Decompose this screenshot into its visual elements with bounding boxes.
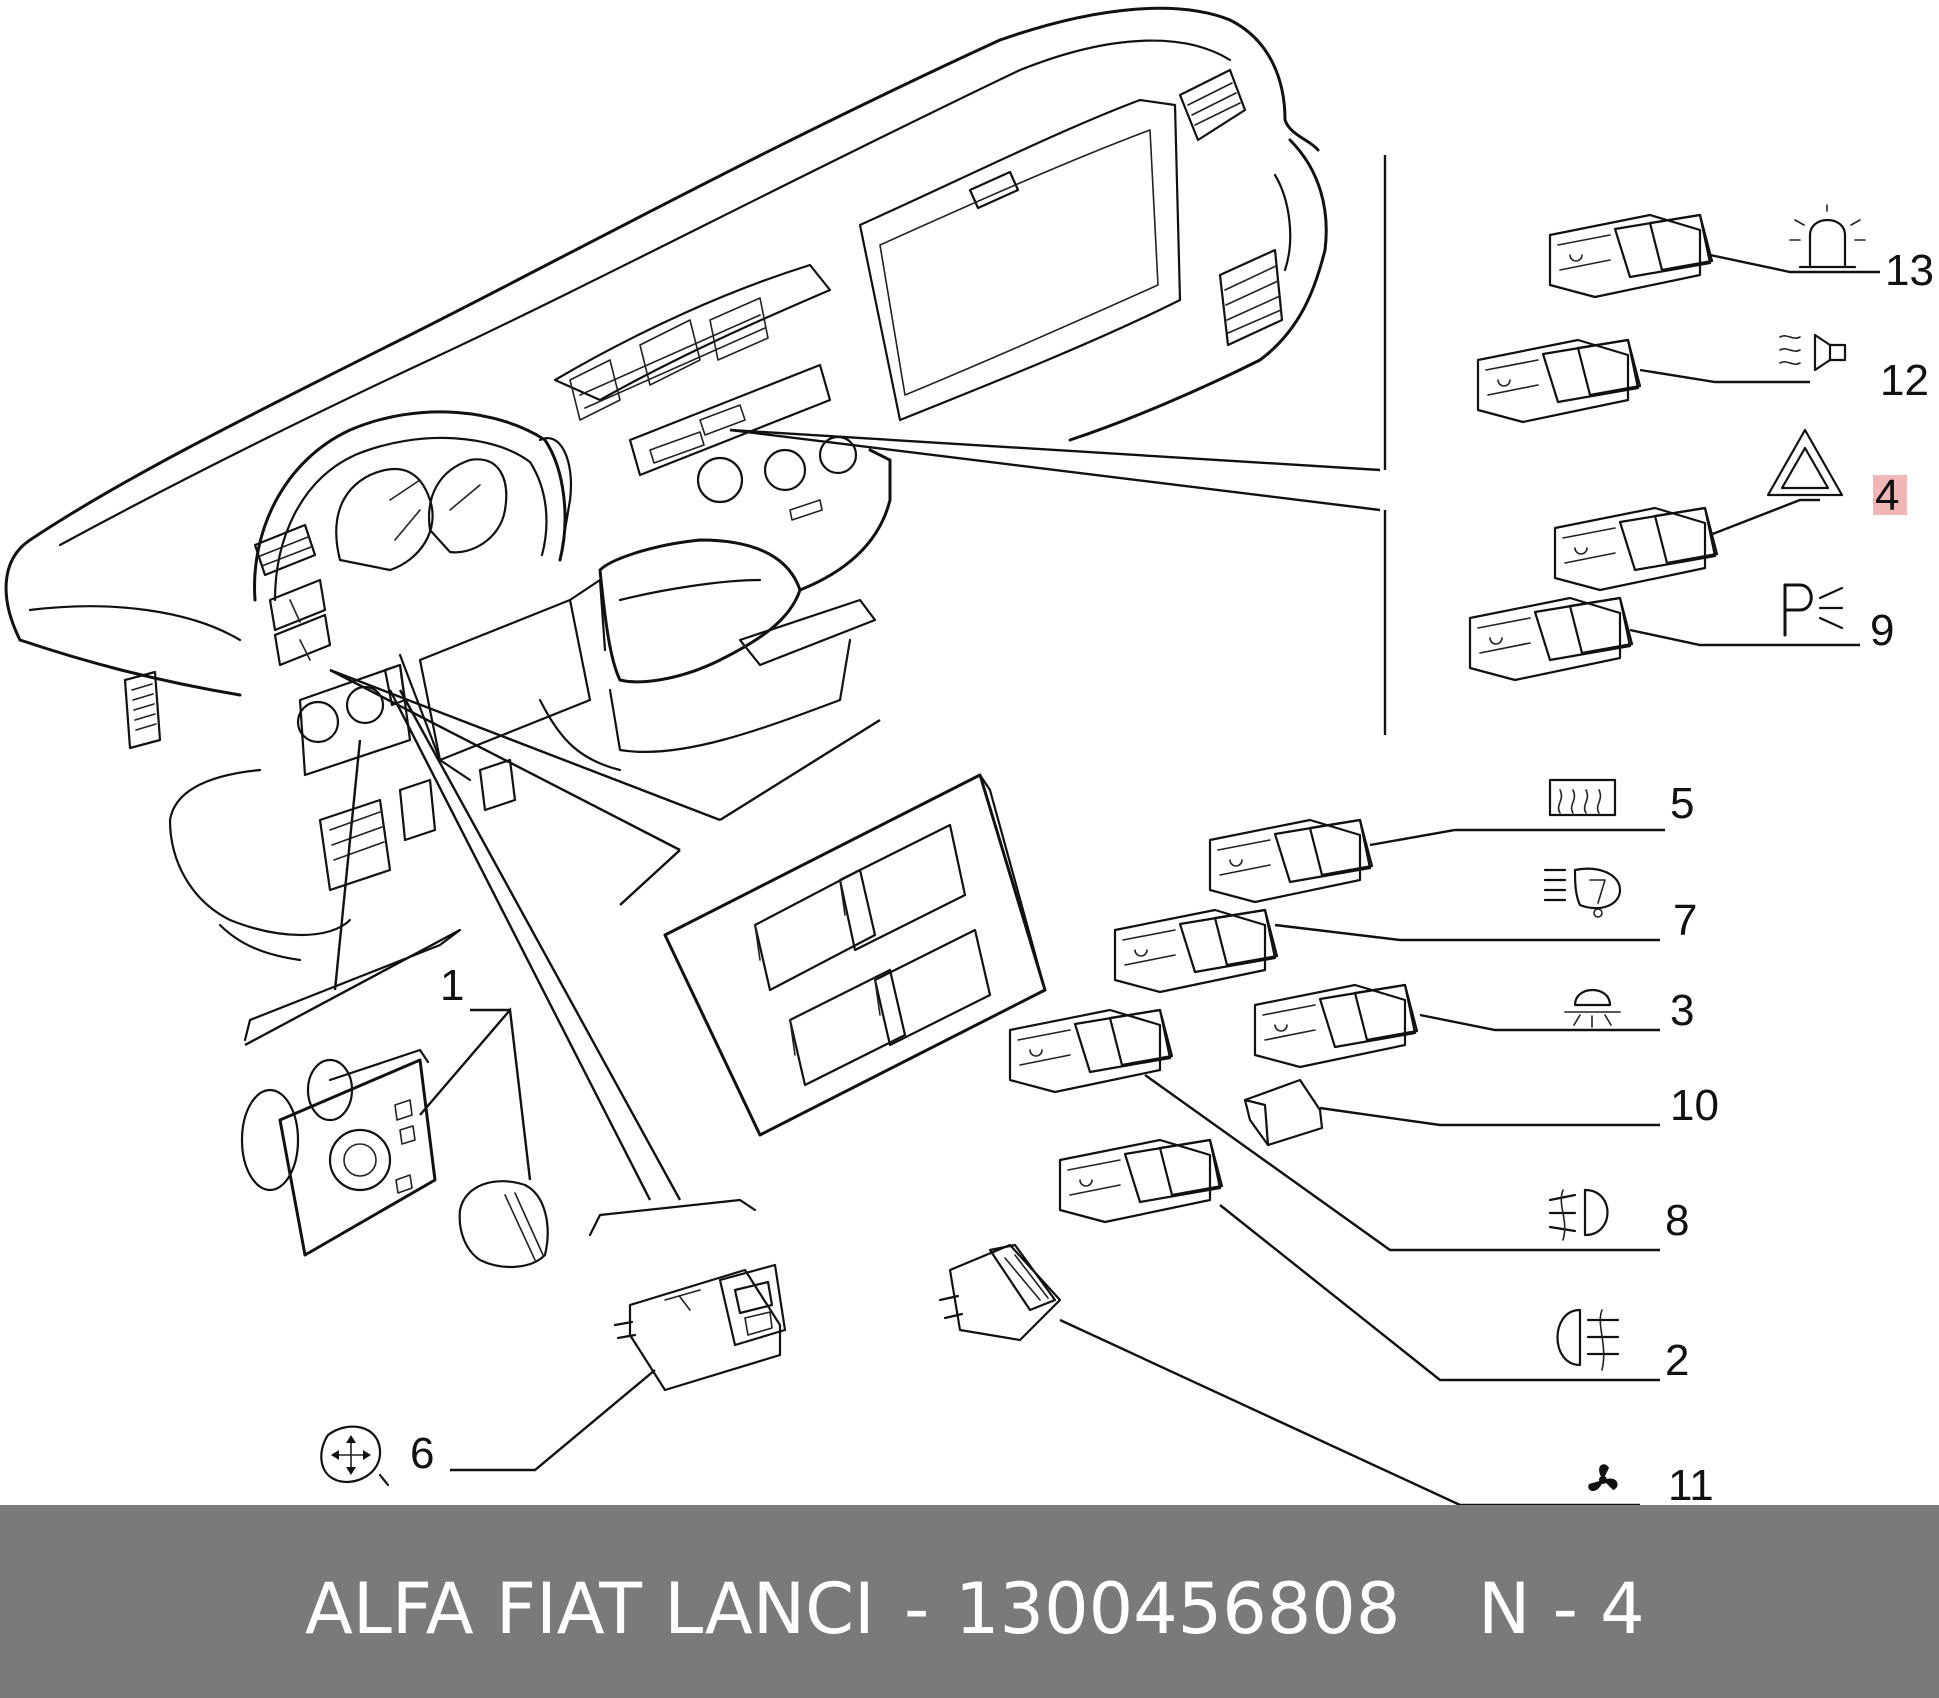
callout-4-highlight: [1873, 475, 1907, 515]
callout-1: 1: [440, 961, 464, 1010]
footer-caption: ALFA FIAT LANCI - 1300456808 N - 4: [305, 1568, 1645, 1650]
callout-4: 4: [1875, 471, 1899, 520]
blank-cover-10: [1243, 1078, 1324, 1147]
light-switch-1: [240, 1007, 549, 1269]
switch-3: [1253, 983, 1419, 1069]
footer-position: N - 4: [1478, 1568, 1645, 1650]
callout-leader-lines: [450, 253, 1880, 1505]
callout-9: 9: [1870, 606, 1894, 655]
callout-12: 12: [1880, 356, 1929, 405]
callout-7: 7: [1673, 896, 1697, 945]
fan-icon: [1588, 1464, 1618, 1491]
footer-bar: [0, 1505, 1939, 1698]
interior-light-icon: [1564, 989, 1621, 1028]
callout-13: 13: [1885, 246, 1934, 295]
switch-13: [1548, 213, 1714, 299]
mirror-switch-6: [613, 1263, 787, 1392]
callout-6: 6: [410, 1429, 434, 1478]
switch-7: [1113, 908, 1279, 994]
rear-fog-light-icon: [1556, 1308, 1620, 1371]
mirror-adjust-icon: [320, 1425, 390, 1487]
switch-4: [1553, 506, 1719, 592]
switch-8: [1008, 1008, 1174, 1094]
headlamp-leveling-icon: [1543, 867, 1622, 918]
exploded-parts-diagram: 13 12 4 9 5 7 3 10 8 2 11 1 6: [4, 6, 1934, 1505]
switch-5: [1208, 818, 1374, 904]
dashboard-leader-lines: [244, 155, 1387, 1201]
callout-11: 11: [1668, 1461, 1714, 1505]
parking-light-icon: [1783, 583, 1844, 637]
front-fog-light-icon: [1548, 1188, 1609, 1241]
switch-panel-frame: [663, 773, 1047, 1137]
callout-3: 3: [1670, 986, 1694, 1035]
callout-5: 5: [1670, 779, 1694, 828]
rocker-switch-11: [938, 1243, 1062, 1342]
hazard-triangle-icon: [1766, 428, 1844, 497]
footer-separator: -: [904, 1568, 929, 1650]
switch-12: [1476, 338, 1642, 424]
horn-icon: [1779, 333, 1847, 372]
switch-9: [1468, 596, 1634, 682]
switch-2: [1058, 1138, 1224, 1224]
dashboard-illustration: [4, 6, 1328, 962]
footer-brand: ALFA FIAT LANCI: [305, 1568, 875, 1650]
callout-2: 2: [1665, 1336, 1689, 1385]
callout-10: 10: [1670, 1081, 1719, 1130]
callout-numbers: 13 12 4 9 5 7 3 10 8 2 11 1 6: [410, 246, 1934, 1505]
callout-8: 8: [1665, 1196, 1689, 1245]
rear-defrost-icon: [1548, 778, 1617, 817]
bracket-lines: [243, 928, 757, 1237]
beacon-icon: [1789, 204, 1866, 269]
footer-part-number: 1300456808: [955, 1568, 1400, 1650]
